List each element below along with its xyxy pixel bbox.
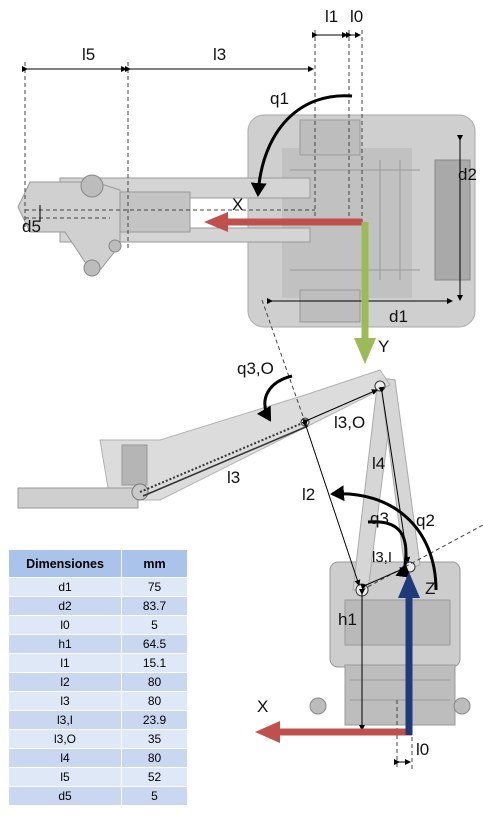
- label-q3: q3: [370, 509, 389, 528]
- side-link-l4: [379, 377, 421, 571]
- dimension-name: l3,I: [8, 710, 122, 730]
- q2-rotation-arrow: [330, 485, 438, 591]
- top-view: l5 l3 l1 l0 q1 X Y d2 d1 d5: [17, 7, 477, 364]
- q1-rotation-arrow: [250, 94, 353, 197]
- label-z: Z: [425, 579, 435, 598]
- dimension-value: 80: [121, 691, 188, 711]
- dimension-value: 5: [121, 615, 188, 635]
- dimension-name: l3: [8, 691, 122, 711]
- label-h1: h1: [338, 610, 357, 629]
- dimension-value: 80: [121, 672, 188, 692]
- label-d1: d1: [389, 307, 408, 326]
- dimension-name: h1: [8, 634, 122, 654]
- label-l3O: l3,O: [334, 413, 365, 432]
- dimension-name: l5: [8, 767, 122, 787]
- dimension-name: l3,O: [8, 729, 122, 749]
- dimension-name: l2: [8, 672, 122, 692]
- dimension-name: l0: [8, 615, 122, 635]
- label-x-top: X: [232, 195, 243, 214]
- dimension-value: 75: [121, 577, 188, 597]
- label-d5: d5: [22, 217, 41, 236]
- dimension-name: l4: [8, 748, 122, 768]
- label-l0-side: l0: [416, 740, 429, 759]
- table-header-row: Dimensiones mm: [8, 549, 188, 578]
- dimension-name: d5: [8, 786, 122, 806]
- label-x-side: X: [257, 697, 268, 716]
- label-l5: l5: [82, 45, 95, 64]
- label-l3I: l3,I: [372, 549, 392, 566]
- dimension-value: 35: [121, 729, 188, 749]
- label-q2: q2: [416, 511, 435, 530]
- dimension-value: 80: [121, 748, 188, 768]
- label-q1: q1: [270, 89, 289, 108]
- dimension-value: 83.7: [121, 596, 188, 616]
- label-l3-side: l3: [227, 468, 240, 487]
- label-l0-top: l0: [350, 7, 363, 26]
- dimension-value: 52: [121, 767, 188, 787]
- label-l4: l4: [372, 454, 385, 473]
- label-l3-top: l3: [213, 45, 226, 64]
- header-mm: mm: [121, 549, 188, 578]
- label-l1: l1: [325, 7, 338, 26]
- label-y: Y: [378, 337, 389, 356]
- label-d2: d2: [458, 165, 477, 184]
- dimension-value: 64.5: [121, 634, 188, 654]
- q3O-rotation-arrow: [256, 374, 293, 422]
- dimension-name: l1: [8, 653, 122, 673]
- side-gripper: [17, 487, 139, 509]
- label-l2: l2: [302, 485, 315, 504]
- dimension-name: d1: [8, 577, 122, 597]
- dimension-value: 5: [121, 786, 188, 806]
- header-dimensiones: Dimensiones: [8, 549, 122, 578]
- dimension-value: 15.1: [121, 653, 188, 673]
- dimension-name: d2: [8, 596, 122, 616]
- dimension-value: 23.9: [121, 710, 188, 730]
- q3-rotation-arrow: [367, 520, 412, 579]
- label-q3O: q3,O: [237, 359, 274, 378]
- side-view: q3,O l3,O l3 l4 l2 q3 q2 l3,I Z h1 X l0: [17, 299, 483, 770]
